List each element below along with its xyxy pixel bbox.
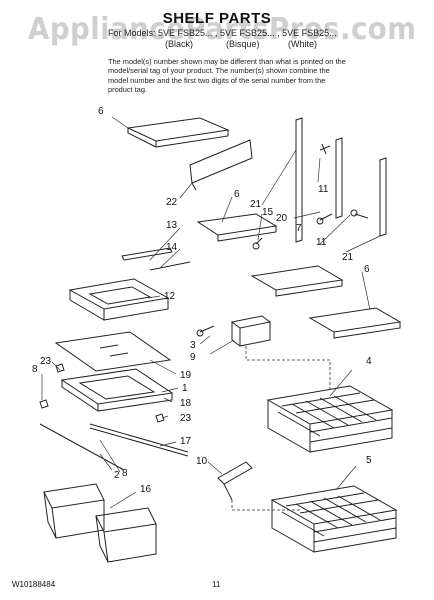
callout-17: 17 xyxy=(180,436,192,447)
color-bisque: (Bisque) xyxy=(226,39,260,49)
callout-9: 9 xyxy=(190,352,196,363)
crisper-cover-glass xyxy=(54,331,172,372)
clip-23-left xyxy=(55,363,65,373)
callout-22: 22 xyxy=(166,197,178,208)
snack-pan xyxy=(68,278,170,321)
callout-11-top: 11 xyxy=(318,184,329,195)
callout-3: 3 xyxy=(190,340,196,351)
callout-19: 19 xyxy=(180,370,192,381)
callout-14: 14 xyxy=(166,242,178,253)
callout-8-bottom: 8 xyxy=(122,468,128,479)
callout-6-top-shelf: 6 xyxy=(98,106,104,117)
wire-basket-upper xyxy=(266,385,394,453)
wire-basket-lower xyxy=(270,485,398,553)
crisper-rod xyxy=(39,423,125,471)
handle-bracket-10 xyxy=(217,461,253,501)
callout-6-middle-shelf: 6 xyxy=(234,189,240,200)
model-note: The model(s) number shown may be differe… xyxy=(108,57,346,94)
callout-1: 1 xyxy=(182,383,188,394)
glass-shelf-middle xyxy=(196,213,278,242)
callout-21-right: 21 xyxy=(342,252,354,263)
models-line: For Models: 5VE FSB25... , 5VE FSB25... … xyxy=(108,28,337,38)
glass-shelf-lower-b xyxy=(308,307,402,339)
callout-21-left: 21 xyxy=(250,199,262,210)
callout-5: 5 xyxy=(366,455,372,466)
clip-23-right xyxy=(155,413,165,423)
callout-15: 15 xyxy=(262,207,274,218)
callout-13: 13 xyxy=(166,220,178,231)
callout-2: 2 xyxy=(114,470,120,481)
glass-shelf-lower-a xyxy=(250,265,344,297)
crisper-divider xyxy=(89,423,189,457)
pan-slide-13 xyxy=(121,247,173,261)
shelf-rail-middle xyxy=(335,137,343,219)
callout-18: 18 xyxy=(180,398,192,409)
callout-23-right: 23 xyxy=(180,413,192,424)
shelf-rail-right xyxy=(379,157,387,237)
color-white: (White) xyxy=(288,39,317,49)
rail-screw-3 xyxy=(196,325,215,337)
crisper-bin-right xyxy=(95,507,157,563)
callout-7: 7 xyxy=(296,223,302,234)
callout-23-left: 23 xyxy=(40,356,52,367)
screw-11-a xyxy=(319,143,331,155)
glass-shelf-top xyxy=(126,117,230,148)
crisper-bin-left xyxy=(43,483,105,539)
screw-15 xyxy=(252,237,263,250)
shelf-trim xyxy=(189,139,253,191)
document-number: W10188484 xyxy=(12,580,56,589)
watermark: AppliancePartsPros.com xyxy=(28,12,417,47)
shelf-rail-left xyxy=(295,117,303,243)
callout-4: 4 xyxy=(366,356,372,367)
callout-6-lower-shelves: 6 xyxy=(364,264,370,275)
callout-11-lower: 11 xyxy=(316,237,327,248)
screw-11-b xyxy=(350,209,369,219)
callout-16: 16 xyxy=(140,484,152,495)
callout-12: 12 xyxy=(164,291,176,302)
callout-10: 10 xyxy=(196,456,208,467)
page-title: SHELF PARTS xyxy=(162,10,272,27)
screw-7 xyxy=(316,213,333,225)
pan-slide-14 xyxy=(149,261,191,271)
crisper-cover-frame xyxy=(60,368,174,412)
callout-20: 20 xyxy=(276,213,288,224)
color-black: (Black) xyxy=(165,39,194,49)
cover-bracket-9 xyxy=(230,315,272,347)
page-number: 11 xyxy=(212,580,221,589)
callout-8-left: 8 xyxy=(32,364,38,375)
clip-8-left xyxy=(39,399,49,409)
